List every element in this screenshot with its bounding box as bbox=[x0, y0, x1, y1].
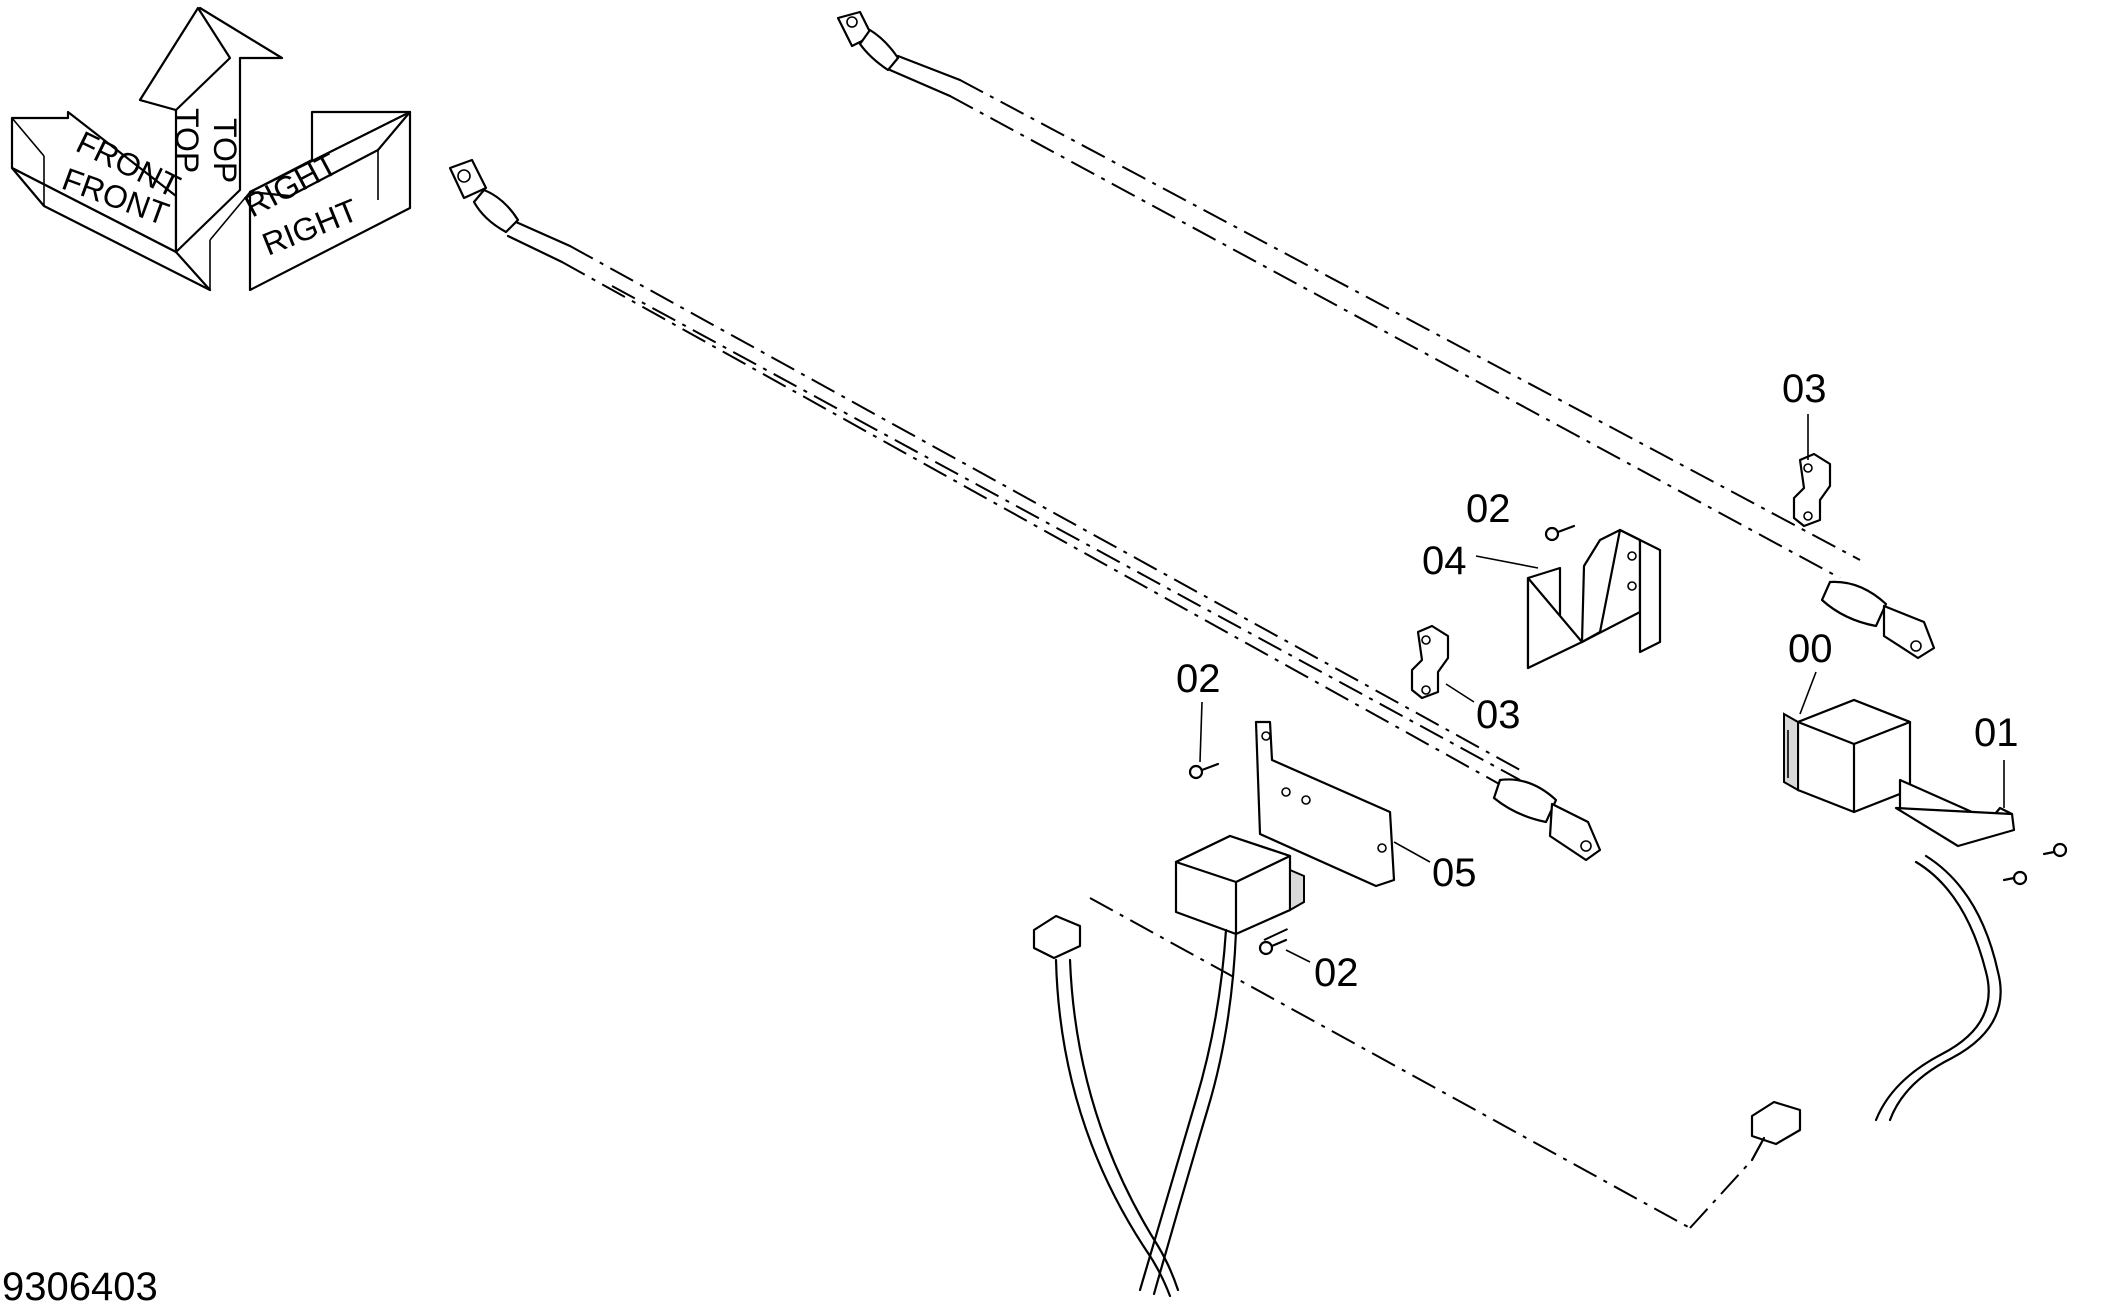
cable-upper-terminal bbox=[1820, 580, 1936, 660]
callout-02-upper: 02 bbox=[1466, 487, 1511, 531]
clip-03-lower bbox=[1410, 624, 1450, 700]
bracket-04 bbox=[1526, 528, 1662, 670]
screws bbox=[1188, 524, 2068, 956]
callout-05: 05 bbox=[1432, 851, 1477, 895]
relay-lower bbox=[1174, 834, 1305, 936]
cable-runs bbox=[561, 79, 1861, 791]
screw-icon bbox=[2042, 842, 2068, 858]
figure-id: 9306403 bbox=[2, 1265, 158, 1309]
front-arrow-icon bbox=[10, 110, 212, 292]
callout-00: 00 bbox=[1788, 627, 1833, 671]
callout-04: 04 bbox=[1422, 539, 1467, 583]
top-label: TOP bbox=[169, 108, 205, 173]
cable-upper bbox=[836, 10, 962, 98]
screw-icon bbox=[1544, 524, 1576, 542]
harness-phantom bbox=[1089, 897, 1753, 1229]
right-arrow-icon bbox=[248, 110, 412, 292]
cable-lower bbox=[448, 158, 572, 264]
plate-05 bbox=[1254, 720, 1396, 888]
leader-lines bbox=[1199, 414, 2005, 963]
callout-01: 01 bbox=[1974, 711, 2019, 755]
callout-02-lower: 02 bbox=[1314, 951, 1359, 995]
top-arrow-icon bbox=[138, 6, 284, 291]
top-label-shadow: TOP bbox=[207, 118, 243, 183]
bracket-01 bbox=[1894, 778, 2016, 848]
clip-03-upper bbox=[1792, 452, 1832, 528]
callout-02-left: 02 bbox=[1176, 657, 1221, 701]
relay-00 bbox=[1783, 698, 1912, 814]
screw-icon bbox=[1258, 938, 1288, 956]
callout-03-lower: 03 bbox=[1476, 693, 1521, 737]
orientation-indicator: TOP TOP FRONT FRONT RIGHT RIGHT bbox=[10, 6, 412, 292]
cable-lower-terminal bbox=[1492, 778, 1602, 862]
screw-icon bbox=[1188, 762, 1220, 780]
wire-harness bbox=[1032, 854, 2002, 1298]
screw-icon bbox=[2002, 870, 2028, 886]
callout-03-upper: 03 bbox=[1782, 367, 1827, 411]
